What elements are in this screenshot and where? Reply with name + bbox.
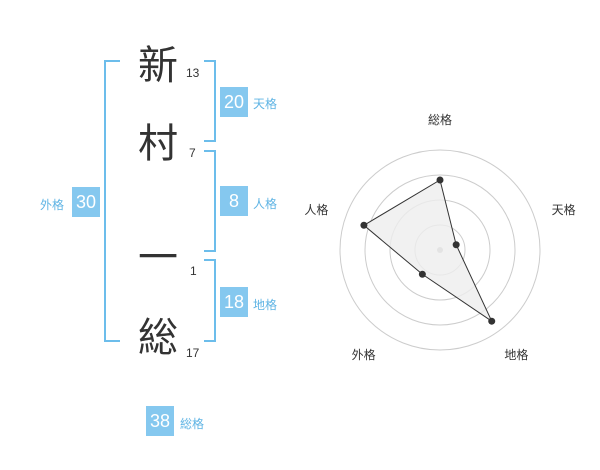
name-char-3: 一 (138, 235, 178, 281)
radar-point-3 (488, 317, 496, 325)
radar-ring (364, 174, 516, 326)
soukaku-label: 総格 (180, 417, 205, 431)
gaikaku-label: 外格 (40, 198, 65, 212)
stroke-count-3: 1 (190, 264, 197, 278)
jinkaku-bracket (204, 150, 216, 252)
radar-axis-label-1: 総格 (428, 112, 452, 127)
radar-points (360, 176, 496, 325)
soukaku-value: 38 (146, 406, 174, 436)
radar-axis-label-2: 天格 (552, 202, 576, 217)
radar-point-4 (418, 270, 426, 278)
radar-axis-label-3: 地格 (504, 347, 528, 362)
stroke-count-4: 17 (186, 346, 200, 360)
radar-axis-label-4: 外格 (352, 347, 376, 362)
stroke-count-1: 13 (186, 66, 200, 80)
tenkaku-bracket (204, 60, 216, 142)
tenkaku-label: 天格 (253, 97, 278, 111)
chikaku-value: 18 (220, 287, 248, 317)
jinkaku-value: 8 (220, 186, 248, 216)
radar-point-2 (452, 241, 460, 249)
radar-point-1 (436, 176, 444, 184)
name-char-2: 村 (138, 121, 178, 167)
radar-data-area (363, 179, 493, 323)
stroke-count-2: 7 (189, 146, 196, 160)
jinkaku-label: 人格 (253, 197, 278, 211)
radar-point-5 (360, 221, 368, 229)
gaikaku-bracket (104, 60, 120, 342)
tenkaku-value: 20 (220, 87, 248, 117)
name-char-4: 総 (138, 315, 178, 361)
gaikaku-value: 30 (72, 187, 100, 217)
radar-ring (339, 149, 541, 351)
name-char-1: 新 (138, 43, 178, 89)
chikaku-label: 地格 (253, 298, 278, 312)
radar-axis-label-5: 人格 (304, 202, 328, 217)
chikaku-bracket (204, 259, 216, 342)
